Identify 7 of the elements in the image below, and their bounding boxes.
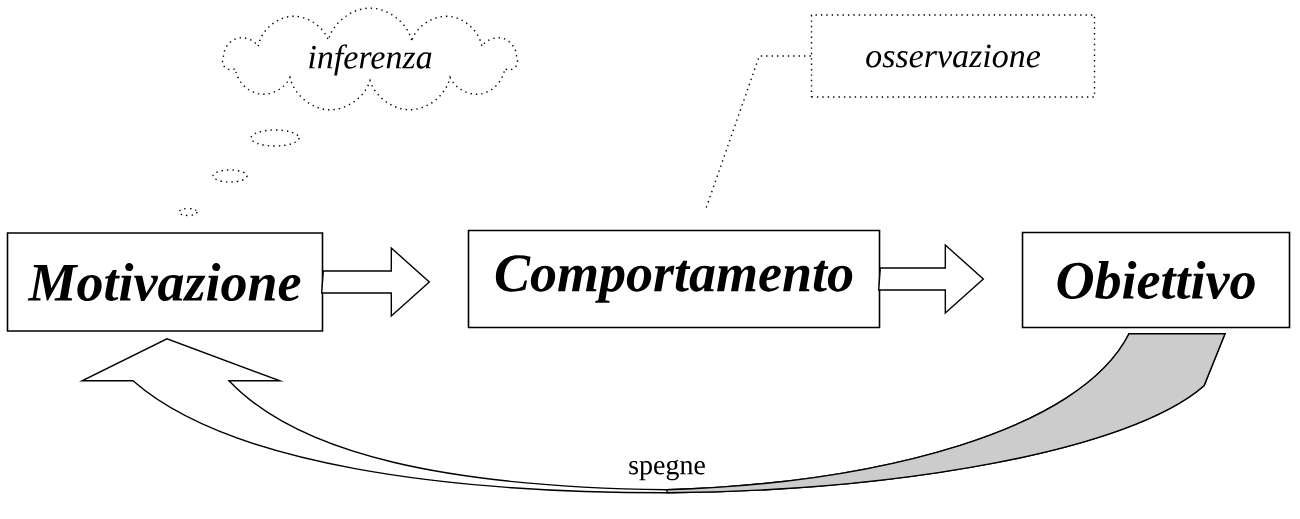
thought-cloud: inferenza [178,7,519,217]
process-box: Obiettivo [1021,231,1291,329]
process-box: Motivazione [6,232,324,332]
curved-arrow [81,333,1226,494]
note-box: osservazione [810,14,1096,98]
edge-label: spegne [626,457,708,483]
process-box: Comportamento [467,229,881,329]
